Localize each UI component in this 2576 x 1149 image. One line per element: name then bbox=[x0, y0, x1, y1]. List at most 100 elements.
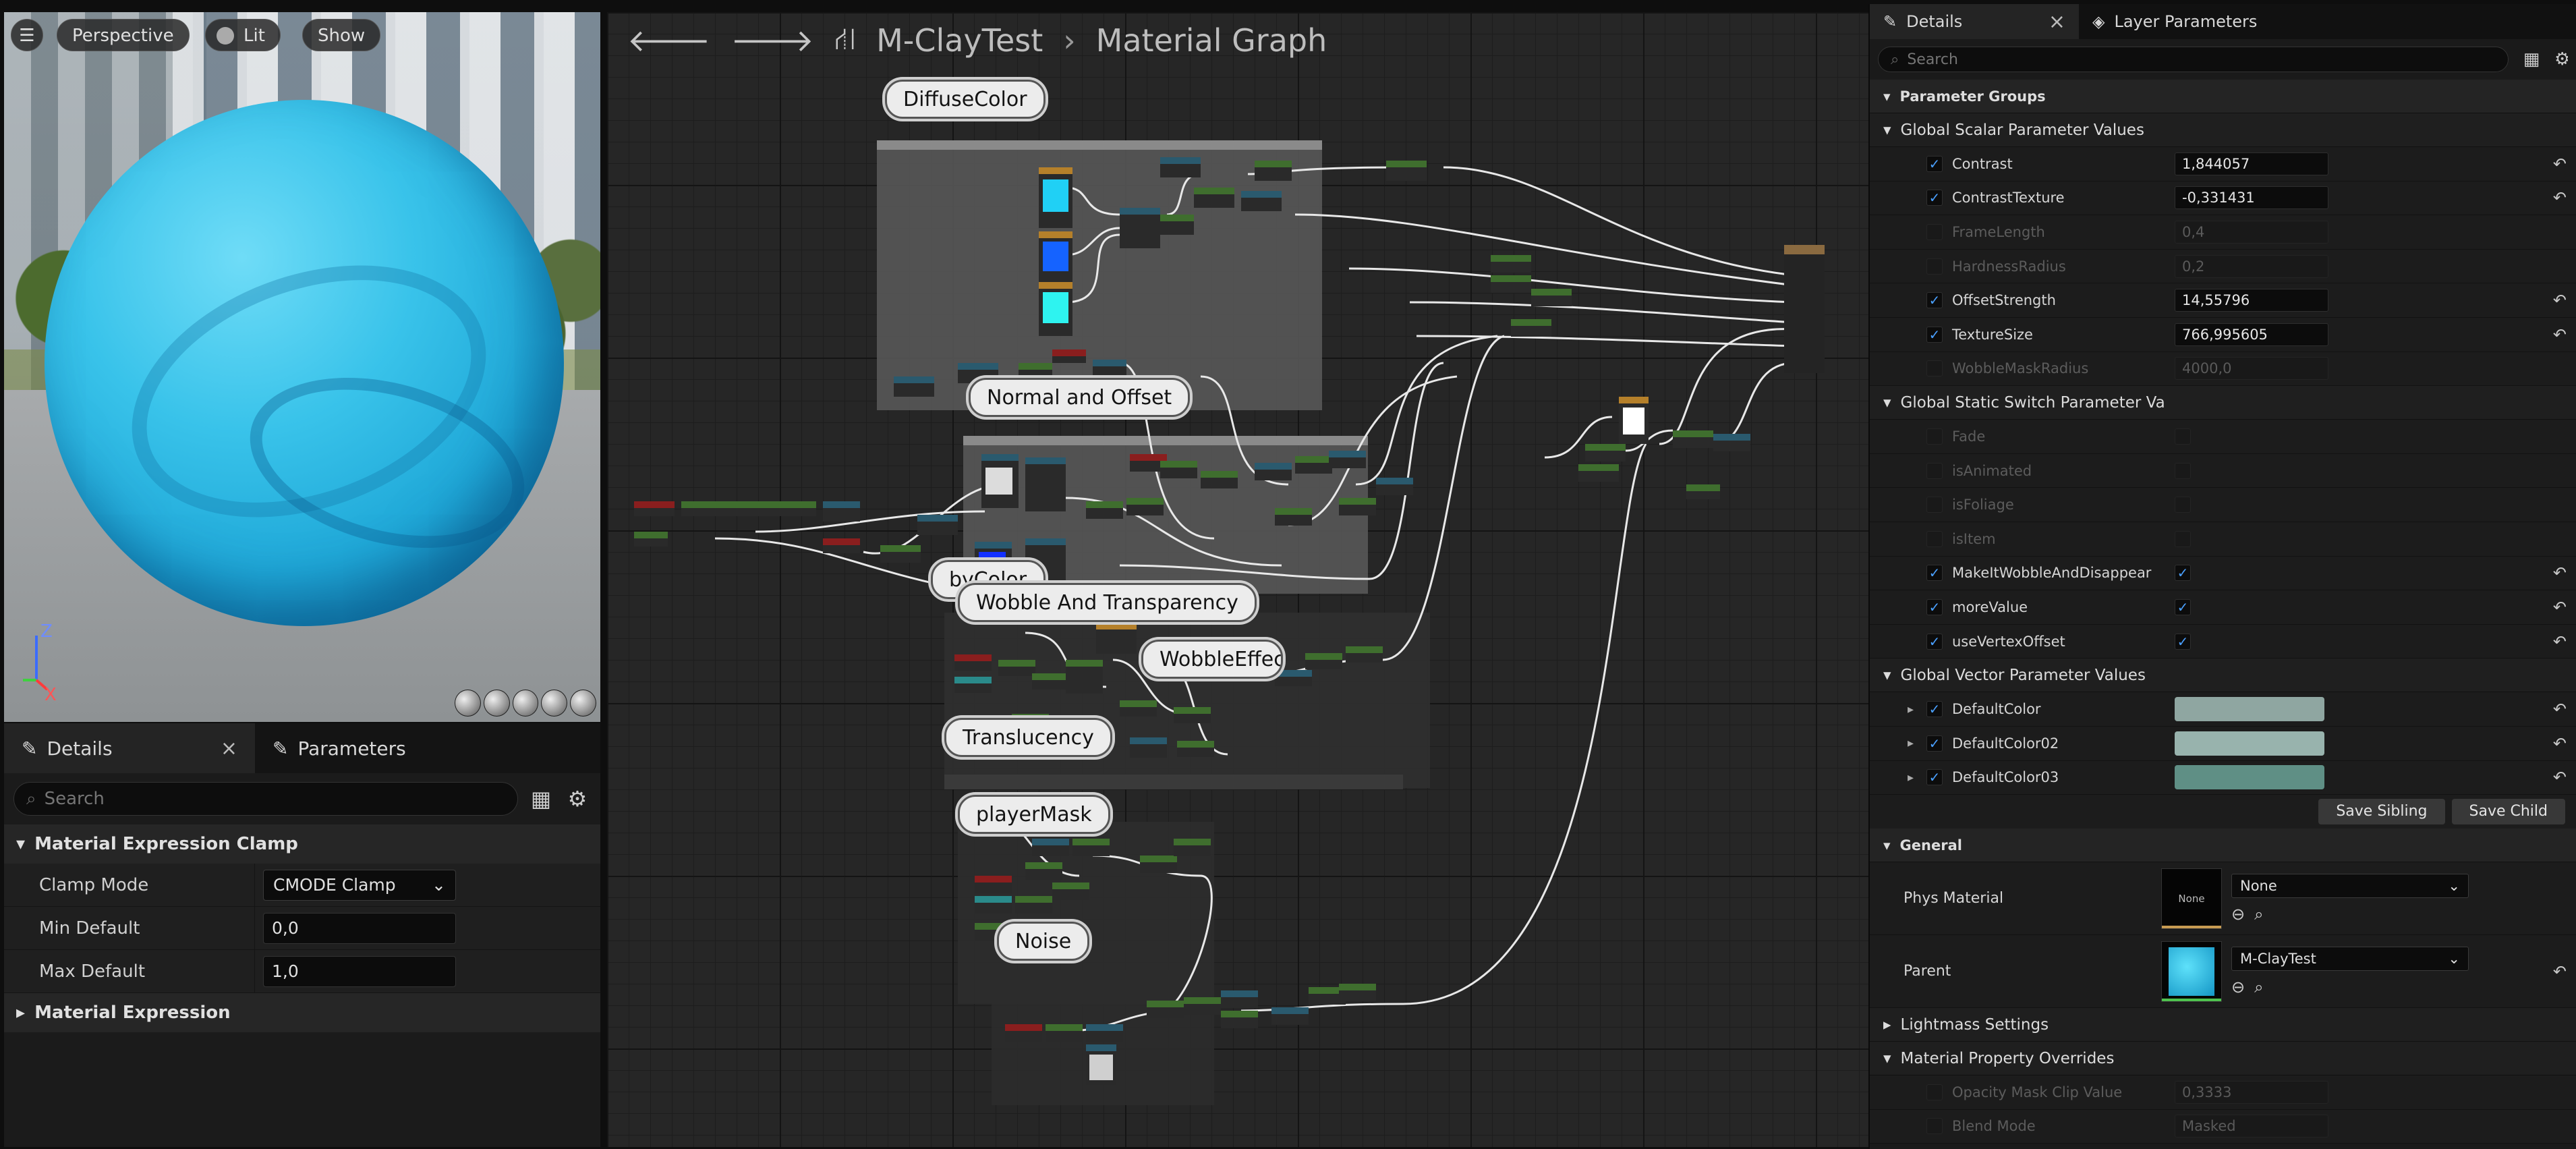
breadcrumb-graph-name[interactable]: Material Graph bbox=[1095, 22, 1327, 59]
override-checkbox[interactable]: ✓ bbox=[1926, 701, 1943, 718]
color-swatch[interactable] bbox=[2175, 731, 2324, 756]
section-lightmass-settings[interactable]: ▸Lightmass Settings bbox=[1870, 1008, 2576, 1042]
gear-icon[interactable]: ⚙ bbox=[2554, 49, 2568, 69]
use-selected-arrow-icon[interactable]: ⊖ bbox=[2231, 977, 2245, 997]
comment-translucency[interactable]: Translucency bbox=[944, 718, 1112, 757]
reset-arrow-icon[interactable]: ↶ bbox=[2552, 325, 2567, 344]
chevron-right-icon[interactable]: ▸ bbox=[1908, 702, 1914, 717]
reset-arrow-icon[interactable]: ↶ bbox=[2552, 768, 2567, 787]
browse-folder-icon[interactable]: ⌕ bbox=[2254, 977, 2264, 997]
group-scalar-parameters[interactable]: ▾Global Scalar Parameter Values bbox=[1870, 113, 2576, 147]
override-checkbox[interactable] bbox=[1926, 258, 1943, 275]
override-checkbox[interactable]: ✓ bbox=[1926, 190, 1943, 206]
scalar-value-input[interactable] bbox=[2175, 357, 2328, 381]
tab-details[interactable]: ✎ Details × bbox=[4, 723, 255, 773]
override-checkbox[interactable] bbox=[1926, 360, 1943, 377]
comment-box-translucency[interactable] bbox=[944, 775, 1403, 789]
material-preview-viewport[interactable]: ☰ Perspective Lit Show Z X bbox=[4, 12, 600, 722]
left-search-input[interactable] bbox=[44, 789, 505, 809]
reset-arrow-icon[interactable]: ↶ bbox=[2552, 733, 2567, 753]
reset-arrow-icon[interactable]: ↶ bbox=[2552, 563, 2567, 583]
override-checkbox[interactable]: ✓ bbox=[1926, 326, 1943, 343]
override-checkbox[interactable]: ✓ bbox=[1926, 565, 1943, 582]
viewport-menu-button[interactable]: ☰ bbox=[11, 19, 43, 51]
preview-cylinder-icon[interactable] bbox=[455, 690, 481, 717]
section-material-expression-clamp[interactable]: ▾ Material Expression Clamp bbox=[4, 824, 600, 864]
show-button[interactable]: Show bbox=[302, 19, 381, 51]
comment-box-wobble[interactable] bbox=[944, 613, 1430, 788]
breadcrumb-asset-name[interactable]: M-ClayTest bbox=[876, 22, 1043, 59]
save-child-button[interactable]: Save Child bbox=[2451, 799, 2565, 825]
lit-button[interactable]: Lit bbox=[205, 19, 281, 51]
override-checkbox[interactable] bbox=[1926, 530, 1943, 547]
reset-arrow-icon[interactable]: ↶ bbox=[2552, 154, 2567, 173]
override-checkbox[interactable] bbox=[1926, 223, 1943, 240]
close-icon[interactable]: × bbox=[2048, 9, 2065, 34]
clamp-mode-select[interactable]: CMODE Clamp⌄ bbox=[263, 869, 456, 901]
switch-value-checkbox[interactable] bbox=[2175, 497, 2191, 513]
graph-hierarchy-icon[interactable]: ⛙ bbox=[834, 20, 857, 57]
switch-value-checkbox[interactable] bbox=[2175, 530, 2191, 547]
chevron-right-icon[interactable]: ▸ bbox=[1908, 736, 1914, 751]
reset-arrow-icon[interactable]: ↶ bbox=[2552, 961, 2567, 981]
left-search-box[interactable]: ⌕ bbox=[13, 782, 518, 816]
tab-layer-parameters[interactable]: ◈ Layer Parameters bbox=[2079, 4, 2270, 39]
scalar-value-input[interactable] bbox=[2175, 289, 2328, 312]
graph-node[interactable] bbox=[1025, 457, 1066, 511]
preview-sphere-icon[interactable] bbox=[483, 690, 510, 717]
color-swatch[interactable] bbox=[2175, 765, 2324, 790]
scalar-value-input[interactable] bbox=[2175, 323, 2328, 346]
scalar-value-input[interactable] bbox=[2175, 186, 2328, 210]
override-checkbox[interactable]: ✓ bbox=[1926, 598, 1943, 615]
override-checkbox[interactable] bbox=[1926, 1084, 1943, 1100]
max-default-input[interactable] bbox=[263, 955, 456, 987]
scalar-value-input[interactable] bbox=[2175, 152, 2328, 175]
right-search-box[interactable]: ⌕ bbox=[1878, 47, 2509, 72]
gear-icon[interactable]: ⚙ bbox=[567, 786, 588, 812]
browse-folder-icon[interactable]: ⌕ bbox=[2254, 904, 2264, 924]
right-search-input[interactable] bbox=[1907, 51, 2496, 68]
scalar-value-input[interactable] bbox=[2175, 254, 2328, 278]
group-vector-parameters[interactable]: ▾Global Vector Parameter Values bbox=[1870, 658, 2576, 693]
override-checkbox[interactable]: ✓ bbox=[1926, 292, 1943, 309]
override-checkbox[interactable]: ✓ bbox=[1926, 633, 1943, 650]
reset-arrow-icon[interactable]: ↶ bbox=[2552, 291, 2567, 310]
switch-value-checkbox[interactable]: ✓ bbox=[2175, 565, 2191, 582]
comment-player-mask[interactable]: playerMask bbox=[958, 795, 1110, 834]
comment-wobble-transparency[interactable]: Wobble And Transparency bbox=[958, 583, 1257, 622]
scalar-value-input[interactable] bbox=[2175, 220, 2328, 244]
section-parameter-groups[interactable]: ▾Parameter Groups bbox=[1870, 80, 2576, 113]
preview-plane-icon[interactable] bbox=[512, 690, 539, 717]
tab-parameters[interactable]: ✎ Parameters bbox=[255, 723, 424, 773]
reset-arrow-icon[interactable]: ↶ bbox=[2552, 188, 2567, 208]
save-sibling-button[interactable]: Save Sibling bbox=[2318, 799, 2445, 825]
override-checkbox[interactable]: ✓ bbox=[1926, 155, 1943, 172]
reset-arrow-icon[interactable]: ↶ bbox=[2552, 700, 2567, 719]
switch-value-checkbox[interactable]: ✓ bbox=[2175, 633, 2191, 650]
color-swatch[interactable] bbox=[2175, 697, 2324, 722]
table-view-icon[interactable]: ▦ bbox=[2523, 49, 2540, 69]
parent-thumbnail[interactable] bbox=[2161, 941, 2222, 1002]
phys-material-select[interactable]: None⌄ bbox=[2231, 873, 2469, 898]
override-checkbox[interactable] bbox=[1926, 462, 1943, 479]
perspective-button[interactable]: Perspective bbox=[57, 19, 190, 51]
comment-noise[interactable]: Noise bbox=[997, 922, 1090, 961]
override-checkbox[interactable] bbox=[1926, 497, 1943, 513]
override-checkbox[interactable]: ✓ bbox=[1926, 735, 1943, 752]
comment-wobble-effect[interactable]: WobbleEffect bbox=[1141, 640, 1283, 679]
group-static-switch-parameters[interactable]: ▾Global Static Switch Parameter Va bbox=[1870, 386, 2576, 420]
comment-diffuse-color[interactable]: DiffuseColor bbox=[885, 80, 1046, 119]
opacity-clip-input[interactable] bbox=[2175, 1080, 2328, 1104]
forward-arrow-icon[interactable]: 🡒 bbox=[731, 22, 814, 59]
section-material-property-overrides[interactable]: ▾Material Property Overrides bbox=[1870, 1042, 2576, 1076]
reset-arrow-icon[interactable]: ↶ bbox=[2552, 632, 2567, 651]
override-checkbox[interactable]: ✓ bbox=[1926, 769, 1943, 786]
blend-mode-select[interactable]: Masked bbox=[2175, 1115, 2328, 1138]
section-general[interactable]: ▾General bbox=[1870, 829, 2576, 863]
back-arrow-icon[interactable]: 🡐 bbox=[627, 22, 711, 59]
switch-value-checkbox[interactable]: ✓ bbox=[2175, 598, 2191, 615]
chevron-right-icon[interactable]: ▸ bbox=[1908, 770, 1914, 785]
comment-normal-offset[interactable]: Normal and Offset bbox=[969, 378, 1191, 417]
close-icon[interactable]: × bbox=[220, 736, 237, 760]
material-output-node[interactable] bbox=[1784, 245, 1825, 373]
